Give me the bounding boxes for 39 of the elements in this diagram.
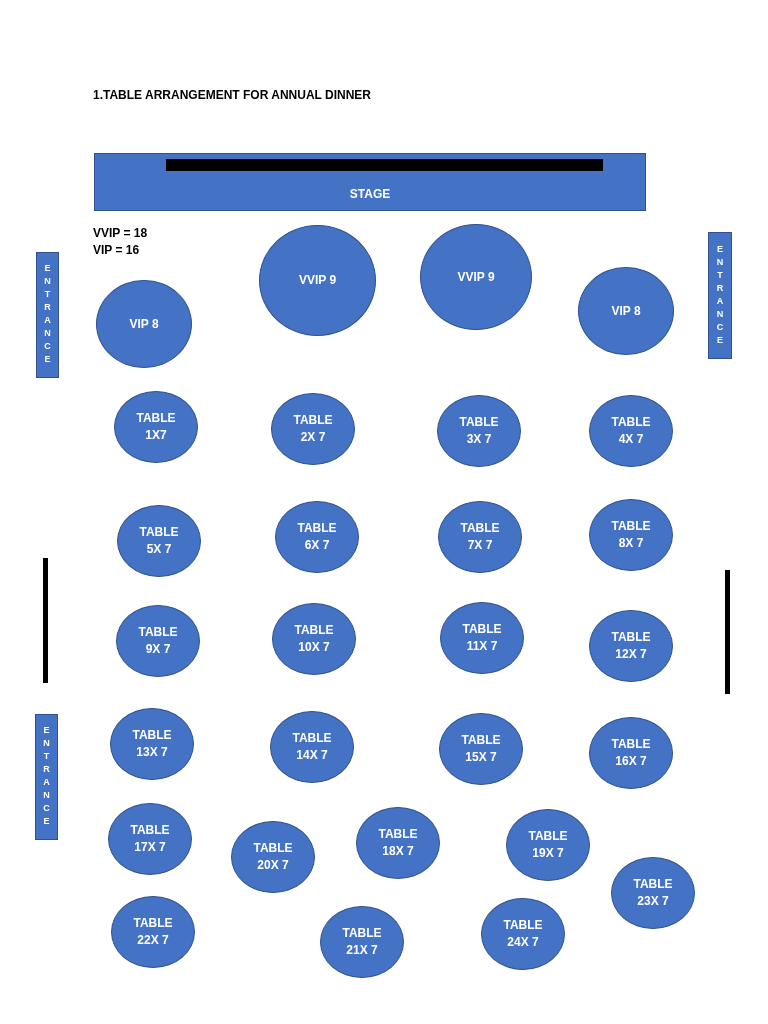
table-label: TABLE 11X 7 xyxy=(462,621,502,655)
table-label: TABLE 15X 7 xyxy=(461,732,501,766)
table-label: TABLE 6X 7 xyxy=(297,520,337,554)
table-label: TABLE 21X 7 xyxy=(342,925,382,959)
table-label: VVIP 9 xyxy=(457,268,495,286)
table-label: TABLE 20X 7 xyxy=(253,840,293,874)
table-label: TABLE 5X 7 xyxy=(139,524,179,558)
table-label: TABLE 23X 7 xyxy=(633,876,673,910)
table-label: TABLE 24X 7 xyxy=(503,917,543,951)
table-label: TABLE 8X 7 xyxy=(611,518,651,552)
table-label: TABLE 4X 7 xyxy=(611,414,651,448)
table-label: TABLE 13X 7 xyxy=(132,727,172,761)
entrance-marker xyxy=(708,232,732,359)
stage-label: STAGE xyxy=(348,186,392,203)
stage-platform xyxy=(94,153,646,211)
table-label: TABLE 7X 7 xyxy=(460,520,500,554)
table-label: VIP 8 xyxy=(611,302,641,320)
table-label: VIP 8 xyxy=(129,315,159,333)
table-label: TABLE 12X 7 xyxy=(611,629,651,663)
table-label: TABLE 16X 7 xyxy=(611,736,651,770)
table-label: TABLE 2X 7 xyxy=(293,412,333,446)
entrance-marker xyxy=(35,714,58,840)
guest-count-note: VIP = 16 xyxy=(93,243,140,257)
table-label: TABLE 10X 7 xyxy=(294,622,334,656)
guest-count-note: VVIP = 18 xyxy=(93,226,148,240)
table-label: TABLE 17X 7 xyxy=(130,822,170,856)
entrance-label: ENTRANCE xyxy=(714,243,726,348)
entrance-label: ENTRANCE xyxy=(41,263,54,367)
table-label: TABLE 1X7 xyxy=(136,410,176,444)
table-label: TABLE 3X 7 xyxy=(459,414,499,448)
entrance-label: ENTRANCE xyxy=(40,725,53,829)
table-label: VVIP 9 xyxy=(298,272,337,289)
diagram-title: 1.TABLE ARRANGEMENT FOR ANNUAL DINNER xyxy=(93,88,371,102)
table-label: TABLE 22X 7 xyxy=(133,915,173,949)
table-label: TABLE 14X 7 xyxy=(292,730,332,764)
table-label: TABLE 19X 7 xyxy=(528,828,568,862)
table-label: TABLE 9X 7 xyxy=(138,624,178,658)
entrance-marker xyxy=(36,252,59,378)
table-label: TABLE 18X 7 xyxy=(378,826,418,860)
